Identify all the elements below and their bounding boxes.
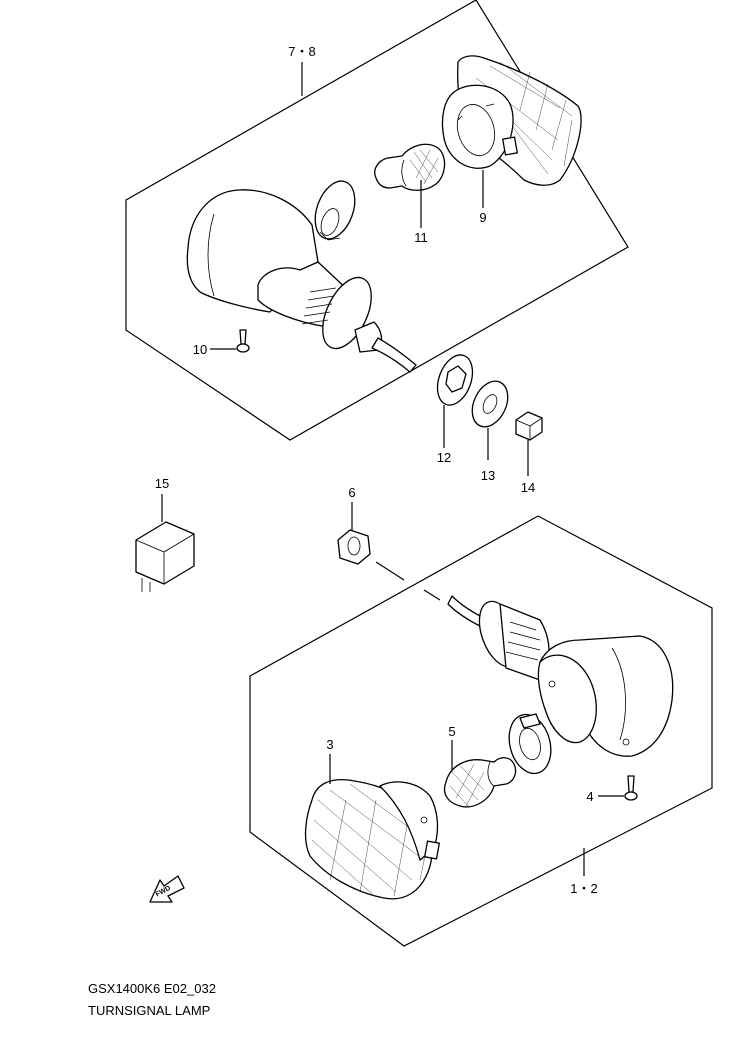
callout-3: 3 (326, 737, 333, 752)
lower-lamp-housing (447, 595, 674, 757)
callout-9: 9 (479, 210, 486, 225)
fwd-arrow-icon: FWD (149, 875, 185, 903)
assembly-line-6 (375, 561, 405, 581)
callout-10: 10 (193, 342, 207, 357)
lens-9 (441, 55, 582, 186)
bulb-5 (443, 757, 517, 808)
lower-socket (508, 713, 552, 775)
washer-13 (471, 380, 509, 428)
callout-4: 4 (586, 789, 593, 804)
relay-15 (135, 521, 195, 592)
diagram-title: TURNSIGNAL LAMP (88, 1003, 210, 1018)
upper-lamp-housing (186, 180, 417, 373)
lower-assembly-frame (249, 515, 713, 947)
callout-1-2: 1・2 (570, 881, 597, 896)
callout-12: 12 (437, 450, 451, 465)
lens-3 (304, 778, 440, 900)
assembly-line-6b (423, 589, 441, 601)
nut-6 (337, 529, 371, 565)
callout-13: 13 (481, 468, 495, 483)
bulb-11 (374, 143, 446, 191)
model-code: GSX1400K6 E02_032 (88, 981, 216, 996)
callout-14: 14 (521, 480, 535, 495)
screw-4 (624, 775, 638, 801)
screw-10 (236, 329, 250, 353)
callout-6: 6 (348, 485, 355, 500)
upper-assembly-frame (125, 0, 629, 441)
callout-5: 5 (448, 724, 455, 739)
callout-11: 11 (414, 230, 428, 245)
nut-14 (515, 411, 543, 441)
nut-12 (436, 354, 474, 406)
callout-7-8: 7・8 (288, 44, 315, 59)
callout-15: 15 (155, 476, 169, 491)
